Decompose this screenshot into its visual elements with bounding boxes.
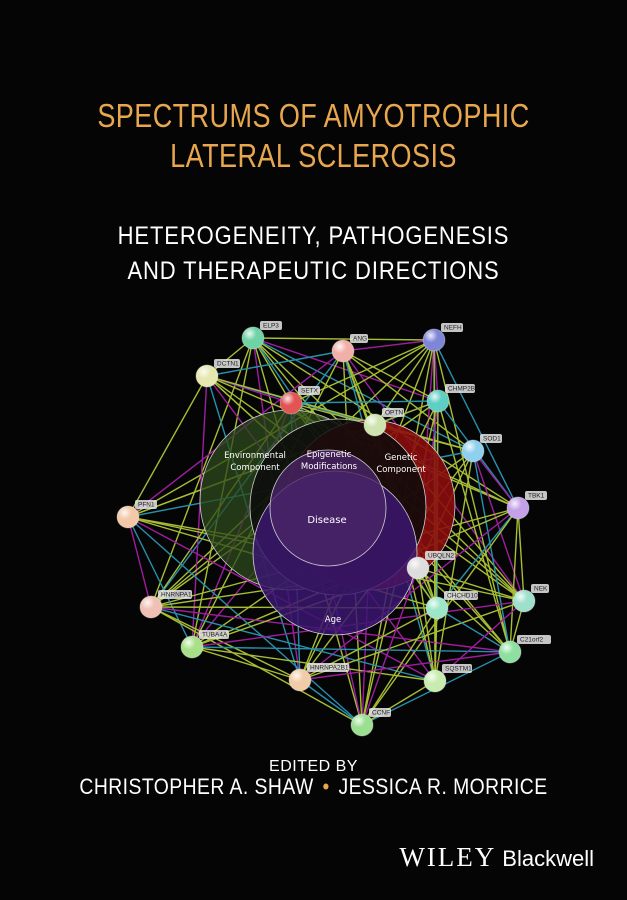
gene-node-label: OPTN: [385, 410, 403, 417]
network-edge: [252, 337, 474, 452]
venn-label-genetic-2: Component: [376, 465, 426, 475]
network-edge: [150, 606, 301, 681]
network-edge: [342, 350, 439, 402]
network-edge: [191, 646, 511, 653]
venn-label-age: Age: [325, 615, 341, 625]
network-edge: [191, 375, 208, 648]
gene-node: NEK: [512, 584, 549, 613]
gene-node-label: TUBA4A: [202, 632, 228, 639]
gene-node: TUBA4A: [180, 630, 229, 659]
network-edge: [252, 337, 439, 402]
gene-node: OPTN: [363, 408, 404, 437]
network-edge: [417, 567, 525, 602]
network-edge: [127, 516, 363, 726]
gene-node-label: SOD1: [483, 436, 501, 443]
gene-node-label: ANG: [353, 336, 367, 343]
edited-by-label: EDITED BY: [269, 758, 358, 775]
gene-node-label: NEK: [534, 586, 548, 593]
gene-node: NEFH: [422, 323, 463, 352]
network-edge: [290, 400, 439, 404]
network-edge: [433, 339, 519, 509]
network-edge: [434, 607, 438, 682]
gene-node: TBK1: [506, 491, 547, 520]
network-edge: [361, 567, 419, 726]
network-edge: [206, 350, 344, 377]
gene-node: CHMP2B: [426, 384, 475, 413]
gene-node-label: DCTN1: [217, 361, 239, 368]
gene-node-label: C21orf2: [520, 637, 544, 644]
editor-2: JESSICA R. MORRICE: [338, 774, 548, 799]
book-subtitle-line-1: HETEROGENEITY, PATHOGENESIS: [117, 222, 510, 250]
gene-node: SETX: [279, 386, 320, 415]
network-edge: [127, 375, 208, 518]
gene-node-label: CHCHD10: [447, 593, 478, 600]
network-edge: [127, 516, 152, 608]
gene-node-label: CHMP2B: [448, 386, 475, 393]
venn-label-environmental-2: Component: [230, 463, 280, 473]
gene-node-label: PFN1: [138, 502, 155, 509]
network-edge: [361, 607, 438, 726]
blackwell-imprint: Blackwell: [502, 846, 594, 871]
gene-node-label: HNRNPA2B1: [310, 665, 349, 672]
venn-label-environmental: Environmental: [224, 451, 286, 461]
gene-node: HNRNPA1: [139, 590, 192, 619]
network-edge: [299, 679, 363, 726]
venn-label-epigenetic: Epigenetic: [307, 450, 352, 460]
book-title-line-1: SPECTRUMS OF AMYOTROPHIC: [97, 97, 530, 134]
gene-node: CHCHD10: [425, 591, 478, 620]
network-edge: [434, 450, 474, 682]
gene-node: SQSTM1: [423, 664, 472, 693]
network-edge: [252, 337, 435, 341]
network-edge: [342, 350, 376, 426]
venn-label-genetic: Genetic: [385, 453, 418, 463]
gene-node: C21orf2: [498, 635, 551, 664]
gene-node: DCTN1: [195, 359, 240, 388]
gene-node: UBQLN2: [406, 551, 455, 580]
gene-node-label: CCNF: [372, 710, 390, 717]
network-edge: [299, 651, 511, 681]
wiley-wordmark: WILEY: [399, 842, 497, 872]
network-edge: [252, 337, 292, 404]
separator-dot: •: [322, 774, 330, 799]
gene-node-label: ELP3: [263, 323, 279, 330]
editors: CHRISTOPHER A. SHAW • JESSICA R. MORRICE: [38, 774, 590, 800]
book-subtitle-line-2: AND THERAPEUTIC DIRECTIONS: [127, 257, 500, 285]
gene-node: CCNF: [350, 708, 391, 737]
network-edge: [509, 507, 519, 653]
gene-node-label: SETX: [301, 388, 319, 395]
venn-label-disease: Disease: [307, 515, 346, 526]
gene-node: ELP3: [241, 321, 282, 350]
network-edge: [361, 680, 436, 726]
network-edge: [342, 339, 435, 352]
network-edge: [436, 607, 511, 653]
network-edge: [472, 450, 519, 509]
disease-circle: [269, 449, 387, 567]
gene-node-label: UBQLN2: [428, 553, 454, 560]
venn-diagram: Environmental Component Epigenetic Modif…: [199, 409, 456, 636]
book-title-line-2: LATERAL SCLEROSIS: [170, 137, 457, 174]
gene-node: ANG: [331, 334, 368, 363]
gene-node-label: HNRNPA1: [161, 592, 192, 599]
editor-1: CHRISTOPHER A. SHAW: [79, 774, 314, 799]
gene-node-label: SQSTM1: [445, 666, 472, 673]
venn-label-epigenetic-2: Modifications: [301, 462, 358, 472]
gene-node: SOD1: [461, 434, 502, 463]
network-edge: [517, 507, 525, 602]
gene-node-label: TBK1: [528, 493, 545, 500]
gene-node-label: NEFH: [444, 325, 462, 332]
gene-node: PFN1: [116, 500, 157, 529]
network-edge: [127, 516, 193, 648]
network-edge: [472, 450, 525, 602]
gene-node: HNRNPA2B1: [288, 663, 349, 692]
network-edge: [191, 646, 301, 681]
